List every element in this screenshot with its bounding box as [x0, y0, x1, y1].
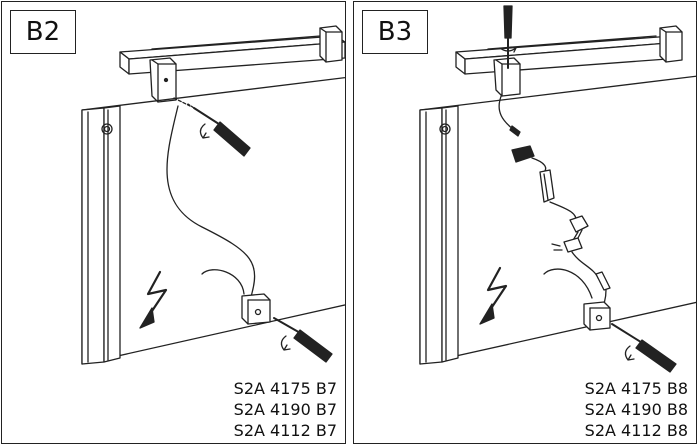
inline-fuse	[595, 271, 611, 291]
step-label: B3	[362, 10, 428, 54]
product-code: S2A 4190 B7	[233, 400, 337, 419]
panel-b3: B3 S2A 4175 B8 S2A 4190 B8 S2A 4112 B8	[353, 1, 697, 444]
screwdriver-icon	[187, 103, 251, 157]
b3-illustration	[419, 5, 696, 373]
product-code: S2A 4112 B8	[584, 421, 688, 440]
step-label: B2	[10, 10, 76, 54]
product-code: S2A 4175 B8	[584, 379, 688, 398]
switch-box	[241, 293, 271, 325]
plug-socket	[551, 215, 589, 253]
rail-bracket-left	[493, 57, 521, 97]
panel-b2: B2 S2A 4175 B7 S2A 4190 B7 S2A 4112 B7	[1, 1, 346, 444]
b2-illustration	[81, 25, 345, 365]
product-codes: S2A 4175 B7 S2A 4190 B7 S2A 4112 B7	[234, 378, 337, 441]
connector-plug	[509, 125, 521, 137]
mirror-panel	[81, 76, 345, 365]
cable-loop	[201, 269, 245, 295]
cable-loop	[543, 268, 593, 299]
screwdriver-icon	[273, 317, 333, 363]
transformer-block	[511, 145, 535, 163]
power-cable	[166, 105, 256, 301]
product-code: S2A 4112 B7	[233, 421, 337, 440]
screwdriver-icon	[611, 323, 677, 373]
driver-unit	[539, 169, 555, 203]
mirror-panel	[419, 75, 696, 365]
lightning-arrow-icon	[479, 266, 508, 325]
rail-bracket-right	[659, 25, 683, 63]
rail-bracket-right	[319, 25, 343, 63]
top-rail	[119, 35, 345, 75]
lightning-arrow-icon	[139, 270, 168, 329]
top-rail	[455, 35, 682, 75]
screwdriver-icon	[499, 5, 517, 69]
product-code: S2A 4175 B7	[233, 379, 337, 398]
switch-box	[583, 301, 611, 331]
rail-bracket-left	[149, 57, 191, 107]
power-cable	[571, 251, 599, 279]
product-code: S2A 4190 B8	[584, 400, 688, 419]
product-codes: S2A 4175 B8 S2A 4190 B8 S2A 4112 B8	[585, 378, 688, 441]
